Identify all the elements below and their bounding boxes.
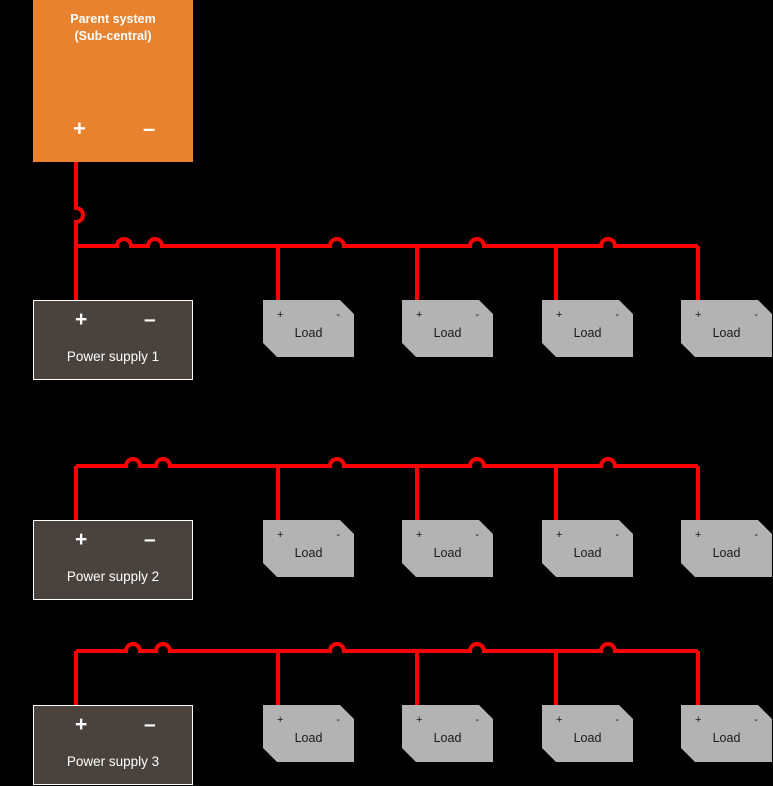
load-plus-terminal-1-3: + bbox=[556, 309, 563, 321]
load-plus-terminal-1-1: + bbox=[277, 309, 284, 321]
load-minus-terminal-1-4: - bbox=[754, 309, 758, 321]
parent-system-title: Parent system (Sub-central) bbox=[33, 11, 193, 45]
power-supply-box-3[interactable]: + – Power supply 3 bbox=[33, 705, 193, 785]
power-supply-minus-terminal-2: – bbox=[144, 528, 156, 551]
parent-system-box[interactable]: Parent system (Sub-central) + – bbox=[33, 0, 193, 162]
load-box-2-2[interactable]: + - Load bbox=[402, 520, 493, 577]
load-label-2-3: Load bbox=[573, 546, 602, 560]
power-supply-label-2: Power supply 2 bbox=[66, 569, 160, 584]
load-plus-terminal-3-1: + bbox=[277, 714, 284, 726]
load-minus-terminal-2-4: - bbox=[754, 529, 758, 541]
load-label-2-1: Load bbox=[294, 546, 323, 560]
power-supply-box-1[interactable]: + – Power supply 1 bbox=[33, 300, 193, 380]
load-plus-terminal-2-3: + bbox=[556, 529, 563, 541]
load-plus-terminal-2-2: + bbox=[416, 529, 423, 541]
load-label-3-4: Load bbox=[712, 731, 741, 745]
load-box-3-1[interactable]: + - Load bbox=[263, 705, 354, 762]
load-label-3-2: Load bbox=[433, 731, 462, 745]
load-box-1-3[interactable]: + - Load bbox=[542, 300, 633, 357]
load-box-3-4[interactable]: + - Load bbox=[681, 705, 772, 762]
load-label-1-2: Load bbox=[433, 326, 462, 340]
load-box-1-1[interactable]: + - Load bbox=[263, 300, 354, 357]
load-label-3-1: Load bbox=[294, 731, 323, 745]
power-supply-label-1: Power supply 1 bbox=[66, 349, 160, 364]
power-supply-box-2[interactable]: + – Power supply 2 bbox=[33, 520, 193, 600]
load-label-1-1: Load bbox=[294, 326, 323, 340]
power-supply-plus-terminal-3: + bbox=[75, 713, 88, 736]
load-plus-terminal-1-4: + bbox=[695, 309, 702, 321]
load-label-1-3: Load bbox=[573, 326, 602, 340]
load-plus-terminal-3-3: + bbox=[556, 714, 563, 726]
load-box-2-3[interactable]: + - Load bbox=[542, 520, 633, 577]
load-label-2-4: Load bbox=[712, 546, 741, 560]
load-minus-terminal-2-1: - bbox=[336, 529, 340, 541]
load-minus-terminal-2-2: - bbox=[475, 529, 479, 541]
power-supply-plus-terminal-1: + bbox=[75, 308, 88, 331]
load-minus-terminal-1-3: - bbox=[615, 309, 619, 321]
feeder-wire-parent-to-power-supply-1 bbox=[74, 162, 85, 300]
parent-system-title-line2: (Sub-central) bbox=[74, 29, 152, 43]
power-supply-plus-terminal-2: + bbox=[75, 528, 88, 551]
load-minus-terminal-3-1: - bbox=[336, 714, 340, 726]
bus-horizontal-2 bbox=[76, 457, 698, 468]
load-minus-terminal-3-4: - bbox=[754, 714, 758, 726]
load-label-1-4: Load bbox=[712, 326, 741, 340]
load-plus-terminal-1-2: + bbox=[416, 309, 423, 321]
load-plus-terminal-3-4: + bbox=[695, 714, 702, 726]
load-box-2-4[interactable]: + - Load bbox=[681, 520, 772, 577]
load-minus-terminal-3-3: - bbox=[615, 714, 619, 726]
load-box-2-1[interactable]: + - Load bbox=[263, 520, 354, 577]
parent-system-title-line1: Parent system bbox=[70, 12, 156, 26]
load-label-2-2: Load bbox=[433, 546, 462, 560]
bus-horizontal-3 bbox=[76, 642, 698, 653]
load-box-3-3[interactable]: + - Load bbox=[542, 705, 633, 762]
load-plus-terminal-2-1: + bbox=[277, 529, 284, 541]
load-minus-terminal-3-2: - bbox=[475, 714, 479, 726]
load-box-1-2[interactable]: + - Load bbox=[402, 300, 493, 357]
load-box-1-4[interactable]: + - Load bbox=[681, 300, 772, 357]
load-minus-terminal-1-2: - bbox=[475, 309, 479, 321]
power-supply-minus-terminal-1: – bbox=[144, 308, 156, 331]
parent-system-minus-terminal: – bbox=[143, 116, 156, 141]
load-label-3-3: Load bbox=[573, 731, 602, 745]
bus-horizontal-1 bbox=[76, 237, 698, 248]
load-minus-terminal-1-1: - bbox=[336, 309, 340, 321]
load-plus-terminal-3-2: + bbox=[416, 714, 423, 726]
load-plus-terminal-2-4: + bbox=[695, 529, 702, 541]
power-supply-label-3: Power supply 3 bbox=[66, 754, 160, 769]
parent-system-plus-terminal: + bbox=[73, 116, 86, 141]
load-minus-terminal-2-3: - bbox=[615, 529, 619, 541]
power-supply-minus-terminal-3: – bbox=[144, 713, 156, 736]
load-box-3-2[interactable]: + - Load bbox=[402, 705, 493, 762]
